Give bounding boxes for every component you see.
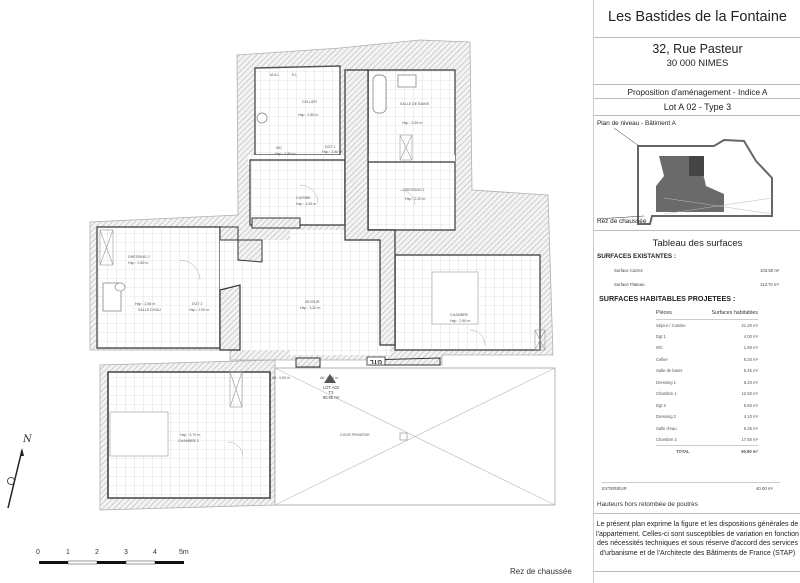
room-cuisine-height: Hsp : 3.45 m [296, 202, 317, 206]
address-street: 32, Rue Pasteur [652, 42, 743, 56]
bottom-divider [594, 571, 800, 572]
scale-bar [39, 560, 184, 565]
label-mal: M.A.L [270, 73, 280, 77]
scale-tick-3: 3 [124, 549, 128, 556]
room-sdb-height: Hsp : 2.60 m [402, 121, 423, 125]
address-city: 30 000 NIMES [666, 58, 729, 69]
room-wc: WC [276, 146, 282, 150]
room-wc-height: Hsp : 2.80 m [275, 152, 296, 156]
floor-plan: M.A.L E.L CELLIER Hsp : 2.80 m SALLE DE … [7, 39, 572, 576]
room-dressing2-height: Hsp : 2.80 m [128, 261, 149, 265]
room-sejour: SEJOUR [305, 300, 320, 304]
surfaces-table: Pièces Surfaces habitables Séjour / Cuis… [656, 308, 758, 457]
room-dgt2: DGT 2 [192, 302, 203, 306]
lot-marker-type: T3 [328, 390, 334, 395]
project-box: Les Bastides de la Fontaine [594, 0, 800, 38]
lot-text: Lot A 02 - Type 3 [663, 102, 732, 112]
room-cour-privative: COUR PRIVATIVE [340, 433, 370, 437]
room-salle-eau: SALLE D'EAU [138, 308, 161, 312]
existing-label-plateau: Surface Plateau [614, 282, 645, 287]
note-divider [594, 513, 800, 514]
room-dgt1: DGT 1 [325, 145, 336, 149]
key-plan-box: Plan de niveau - Bâtiment A Rez de chaus… [594, 116, 800, 231]
lot-marker-area: 90.90 m² [322, 395, 340, 400]
projected-heading: SURFACES HABITABLES PROJETEES : [599, 294, 736, 303]
room-cuisine: CUISINE [296, 196, 311, 200]
scale-tick-4: 4 [153, 549, 157, 556]
lot-marker: LOT A02 T3 90.90 m² [316, 385, 346, 400]
scale-tick-0: 0 [36, 549, 40, 556]
north-label: N [23, 434, 32, 445]
room-sejour-height: Hsp : 3.20 m [300, 306, 321, 310]
heights-note: Hauteurs hors retombée de poutres [597, 501, 698, 508]
col-header-room: Pièces [656, 308, 701, 320]
existing-value-carrez: 103.50 m² [760, 268, 780, 273]
room-cellier: CELLIER [302, 100, 317, 104]
lot-marker-name: LOT A02 [322, 385, 340, 390]
existing-heading: SURFACES EXISTANTES : [597, 253, 676, 260]
room-chambre2: CHAMBRE 2 [178, 439, 199, 443]
scale-tick-1: 1 [66, 549, 70, 556]
alt-left: Alt : 0.00 m [272, 376, 291, 380]
existing-value-plateau: 113.70 m² [760, 282, 780, 287]
disclaimer: Le présent plan exprime la figure et les… [596, 521, 799, 557]
room-sdb: SALLE DE BAINS [400, 102, 429, 106]
room-chambre2-height: Hsp : 3.70 m [180, 433, 201, 437]
room-chambre1-height: Hsp : 2.80 m [450, 319, 471, 323]
col-header-area: Surfaces habitables [701, 308, 758, 320]
room-dressing2: DRESSING 2 [128, 255, 150, 259]
title-block: Les Bastides de la Fontaine 32, Rue Past… [593, 0, 800, 583]
exterior-value: 40.00 m² [756, 486, 773, 491]
lot-box: Lot A 02 - Type 3 [594, 99, 800, 116]
room-dgt1-height: Hsp : 2.80 m [322, 150, 343, 154]
scale-tick-5: 5m [179, 549, 189, 556]
level-label: Rez de chaussée [510, 567, 572, 576]
existing-label-carrez: Surface Carrez [614, 268, 643, 273]
scale-tick-2: 2 [95, 549, 99, 556]
gtl-label: GTL [370, 358, 382, 364]
key-plan-title: Plan de niveau - Bâtiment A [597, 120, 676, 127]
key-plan-level: Rez de chaussée [597, 218, 647, 225]
room-salle-eau-height: Hsp : 2.56 m [135, 302, 156, 306]
project-name: Les Bastides de la Fontaine [608, 9, 787, 25]
room-cellier-height: Hsp : 2.80 m [298, 113, 319, 117]
room-dgt2-height: Hsp : 2.50 m [189, 308, 210, 312]
address-box: 32, Rue Pasteur 30 000 NIMES [594, 38, 800, 85]
exterior-label: EXTERIEUR [602, 486, 627, 491]
room-chambre1: CHAMBRE [450, 313, 468, 317]
floor-plan-drawing [7, 39, 556, 565]
room-dressing1-height: Hsp : 2.20 m [405, 197, 426, 201]
key-plan-drawing [596, 127, 773, 225]
north-arrow-icon [7, 448, 24, 509]
proposal-box: Proposition d'aménagement - Indice A [594, 85, 800, 99]
surfaces-title-box: Tableau des surfaces [594, 231, 800, 253]
label-el: E.L [292, 73, 298, 77]
surfaces-title: Tableau des surfaces [652, 238, 743, 249]
proposal-text: Proposition d'aménagement - Indice A [627, 87, 768, 97]
alt-mid: Alt : 0.00 m [320, 376, 339, 380]
room-dressing1: DRESSING 1 [403, 188, 425, 192]
exterior-divider [602, 482, 780, 483]
